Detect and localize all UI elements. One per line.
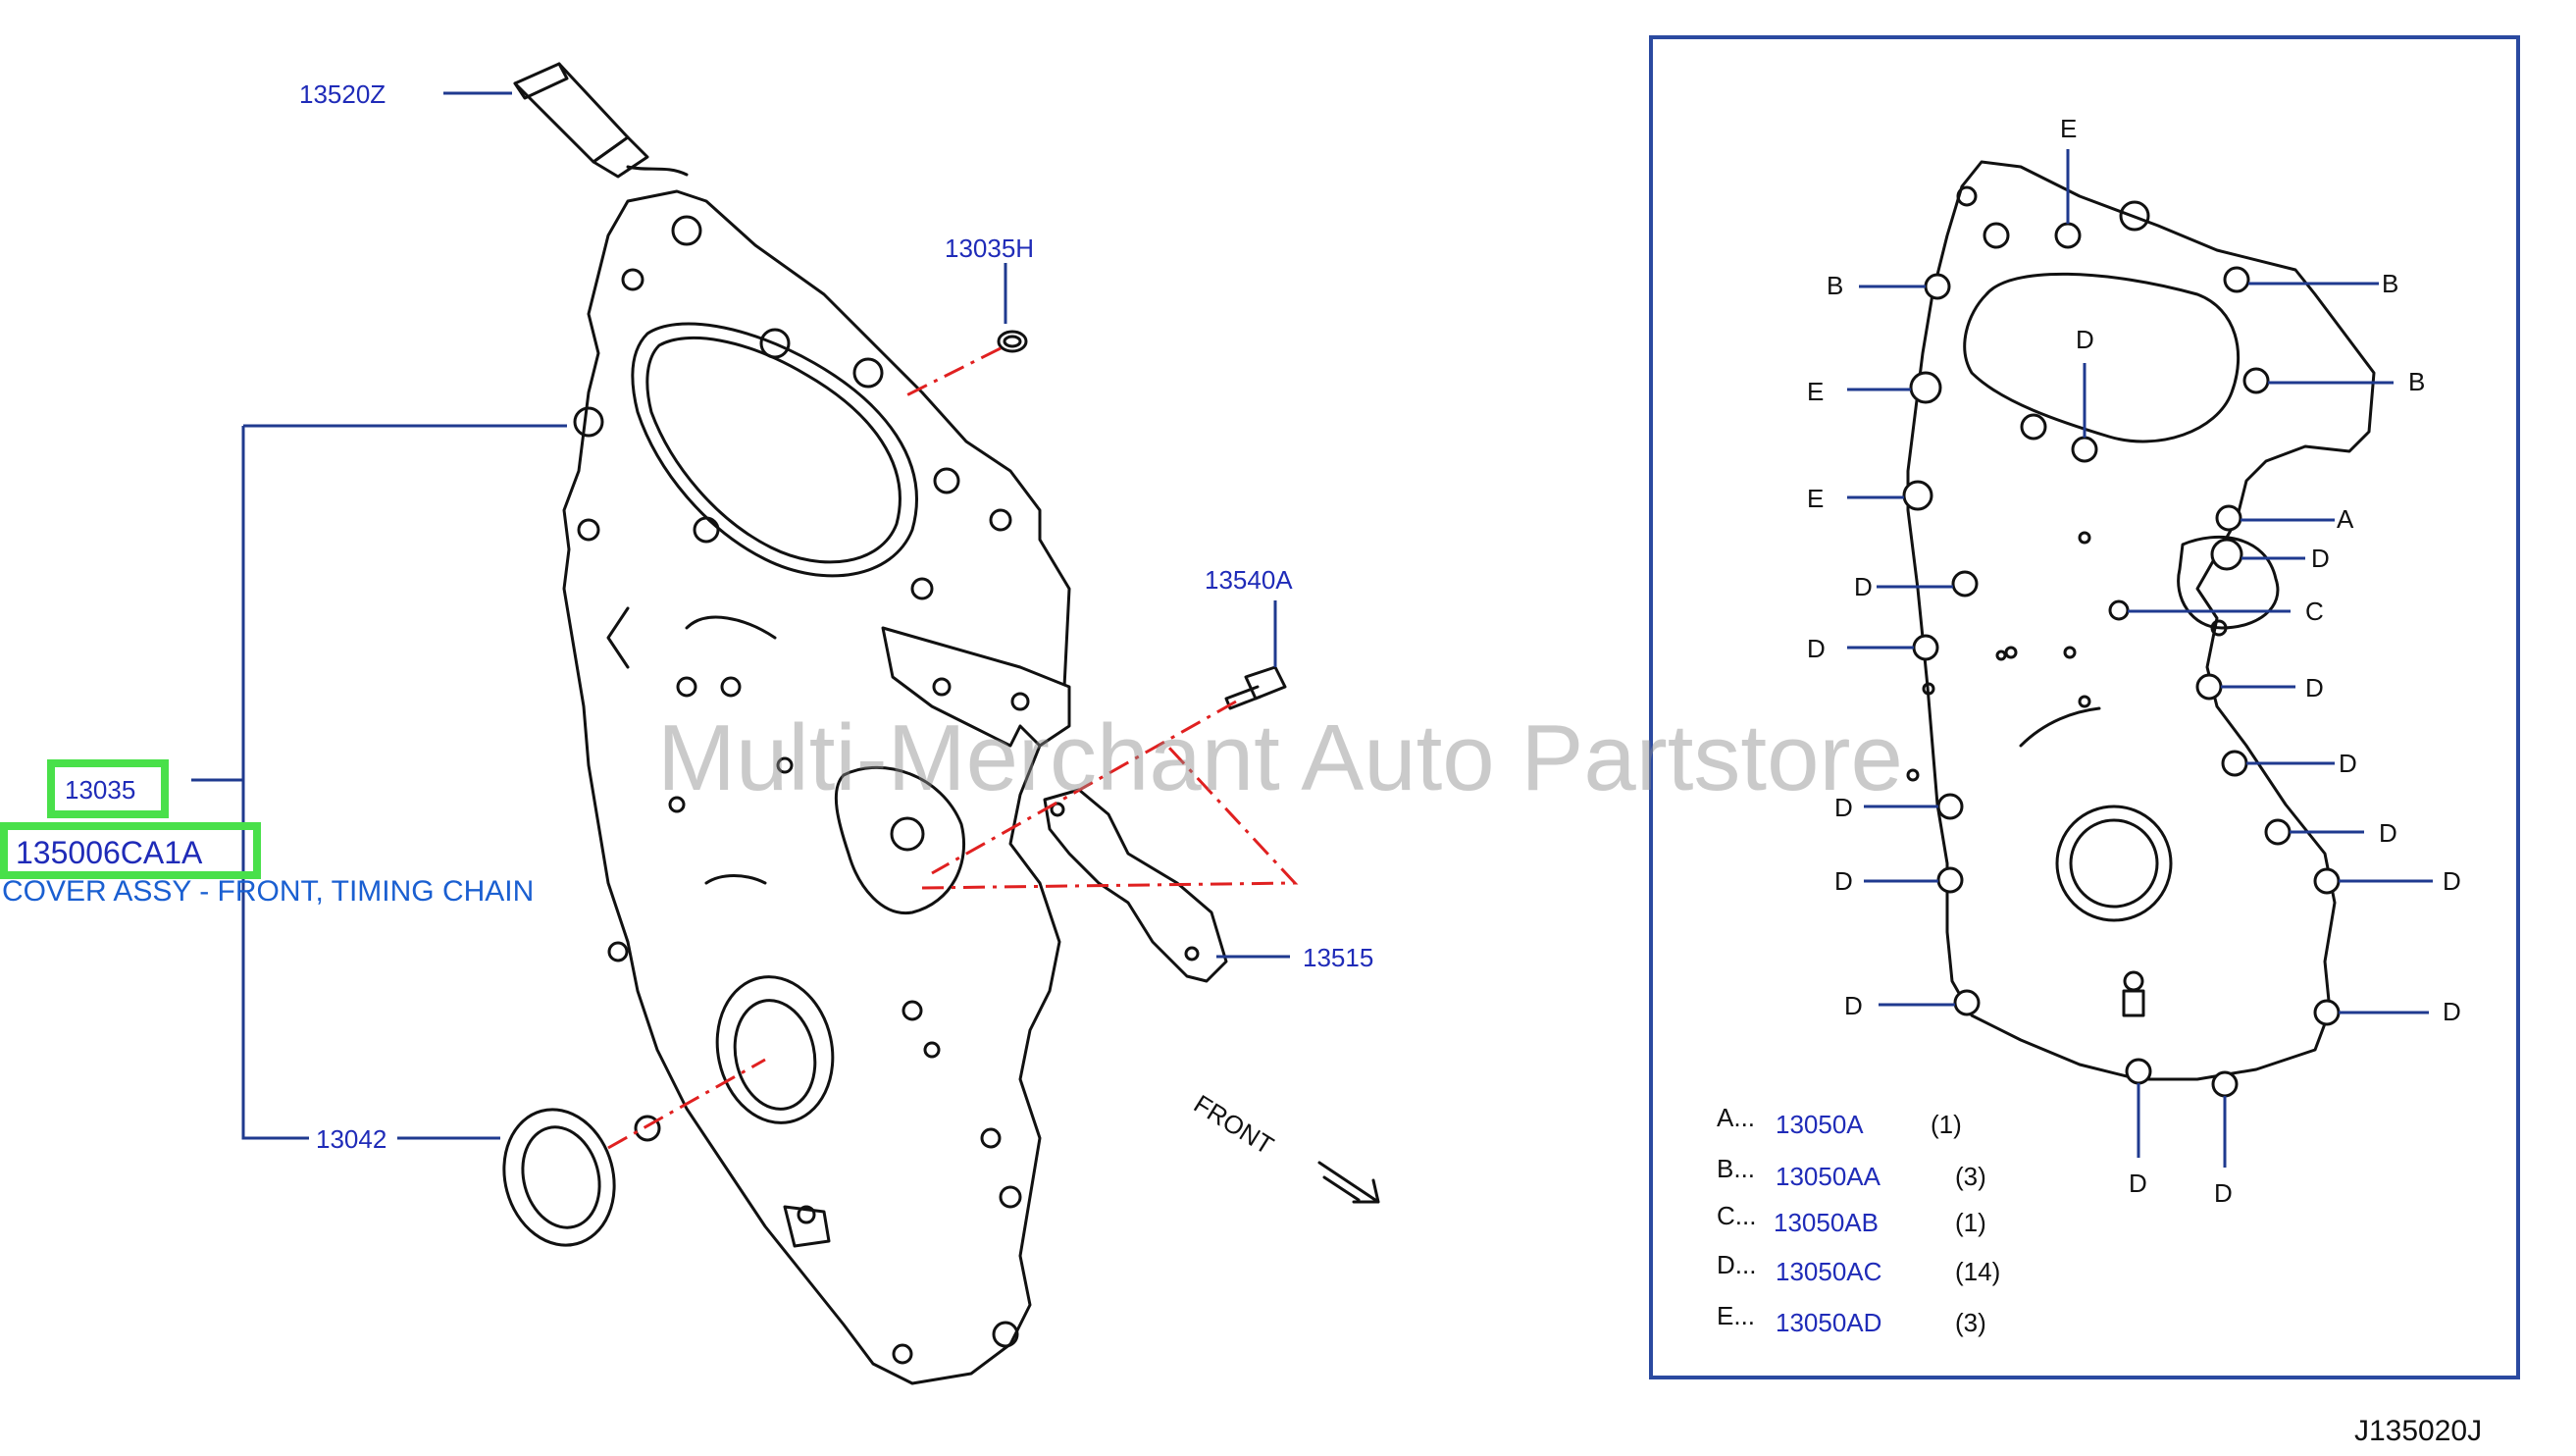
legend-qty: (1) bbox=[1955, 1208, 1986, 1237]
legend-part[interactable]: 13050AD bbox=[1776, 1308, 1881, 1337]
legend-letter: C... bbox=[1717, 1201, 1756, 1230]
sealant-tube-13520z bbox=[513, 62, 689, 179]
legend-letter: D... bbox=[1717, 1250, 1756, 1279]
highlight-box-13035 bbox=[47, 759, 169, 818]
front-arrow-icon bbox=[1317, 1161, 1380, 1204]
bolt-letter-d-left1: D bbox=[1854, 572, 1873, 601]
oil-seal-13042 bbox=[502, 1108, 616, 1247]
legend-letter: E... bbox=[1717, 1301, 1755, 1330]
part-label-13042[interactable]: 13042 bbox=[316, 1124, 386, 1154]
bolt-letters: E B E E B B D A D C D D D D D D D D D D … bbox=[1807, 114, 2461, 1208]
bolt-leaders bbox=[1847, 149, 2433, 1168]
bolt-letter-e-left2: E bbox=[1807, 484, 1824, 513]
bolt-letter-b-right1: B bbox=[2382, 269, 2398, 298]
bolt-panel-frame bbox=[1649, 35, 2520, 1379]
o-ring-13035h bbox=[997, 330, 1028, 353]
bolt-markers bbox=[1902, 222, 2341, 1098]
bolt-legend: A... 13050A (1) B... 13050AA (3) C... 13… bbox=[1717, 1103, 2000, 1337]
bolt-letter-e-left1: E bbox=[1807, 377, 1824, 406]
bolt-letter-a: A bbox=[2337, 504, 2354, 534]
part-label-13540a[interactable]: 13540A bbox=[1205, 565, 1293, 595]
bolt-letter-d-left3: D bbox=[1834, 793, 1853, 822]
bolt-letter-b-left: B bbox=[1827, 271, 1843, 300]
assembly-guide-lines bbox=[607, 346, 1299, 1150]
bolt-letter-d-bottom1: D bbox=[2129, 1169, 2147, 1198]
bolt-letter-d-bottom2: D bbox=[2214, 1178, 2233, 1208]
bolt-letter-d-right4: D bbox=[2379, 818, 2397, 848]
front-label: FRONT bbox=[1189, 1089, 1279, 1161]
bolt-location-drawing bbox=[1906, 160, 2376, 1081]
bolt-letter-d-right3: D bbox=[2339, 749, 2357, 778]
bolt-letter-d-left2: D bbox=[1807, 634, 1826, 663]
bolt-letter-d-left4: D bbox=[1834, 866, 1853, 896]
bolt-letter-d-right1: D bbox=[2311, 544, 2330, 573]
bolt-letter-c: C bbox=[2305, 597, 2324, 626]
legend-part[interactable]: 13050A bbox=[1776, 1110, 1864, 1139]
bolt-letter-b-right2: B bbox=[2408, 367, 2425, 396]
part-description: COVER ASSY - FRONT, TIMING CHAIN bbox=[2, 875, 534, 908]
part-label-13520z[interactable]: 13520Z bbox=[299, 79, 386, 109]
diagram-code: J135020J bbox=[2354, 1415, 2482, 1447]
bolt-letter-d-right6: D bbox=[2443, 997, 2461, 1026]
legend-letter: B... bbox=[1717, 1154, 1755, 1183]
bolt-letter-d-center: D bbox=[2076, 325, 2094, 354]
part-label-135006ca1a[interactable]: 135006CA1A bbox=[16, 835, 203, 870]
part-label-13035h[interactable]: 13035H bbox=[945, 234, 1034, 263]
legend-part[interactable]: 13050AA bbox=[1776, 1162, 1881, 1191]
legend-qty: (3) bbox=[1955, 1162, 1986, 1191]
legend-qty: (1) bbox=[1931, 1110, 1962, 1139]
part-label-13035[interactable]: 13035 bbox=[65, 775, 135, 805]
watermark: Multi-Merchant Auto Partstore bbox=[657, 705, 1903, 810]
bolt-letter-e-top: E bbox=[2060, 114, 2077, 143]
legend-part[interactable]: 13050AC bbox=[1776, 1257, 1881, 1286]
callout-leaders-left bbox=[191, 91, 1290, 1140]
legend-qty: (3) bbox=[1955, 1308, 1986, 1337]
bolt-letter-d-right5: D bbox=[2443, 866, 2461, 896]
legend-part[interactable]: 13050AB bbox=[1774, 1208, 1879, 1237]
front-direction-indicator: FRONT bbox=[1189, 1089, 1380, 1204]
legend-letter: A... bbox=[1717, 1103, 1755, 1132]
bolt-13540a bbox=[1224, 665, 1287, 710]
legend-qty: (14) bbox=[1955, 1257, 2000, 1286]
bolt-letter-d-right2: D bbox=[2305, 673, 2324, 702]
timing-cover-drawing bbox=[562, 189, 1071, 1385]
highlight-box-135006ca1a bbox=[0, 822, 261, 879]
bolt-letter-d-left5: D bbox=[1844, 991, 1863, 1020]
part-label-13515[interactable]: 13515 bbox=[1303, 943, 1373, 972]
